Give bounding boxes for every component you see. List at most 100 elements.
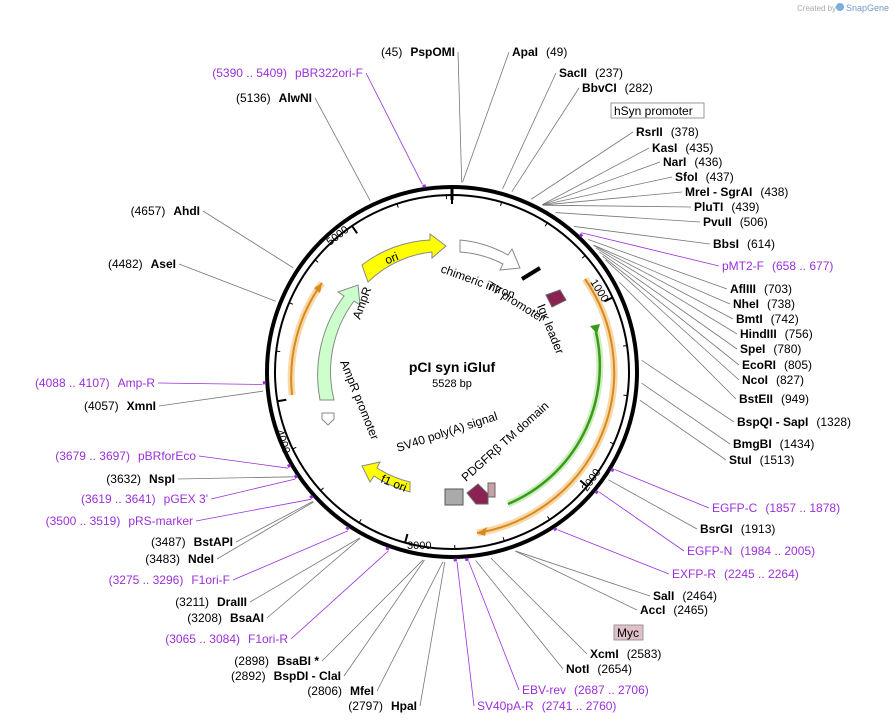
site-label-afliii: AflIII(703) bbox=[730, 282, 792, 296]
site-position: (1328) bbox=[816, 415, 851, 429]
site-label-exfp-r: EXFP-R(2245 .. 2264) bbox=[672, 567, 799, 581]
leader-line bbox=[343, 559, 425, 677]
site-label-pluti: PluTI(439) bbox=[694, 200, 759, 214]
site-name: NcoI bbox=[742, 373, 768, 387]
site-name: XcmI bbox=[590, 647, 619, 661]
leader-line bbox=[593, 245, 734, 320]
site-position: (378) bbox=[671, 125, 699, 139]
site-position: (2898) bbox=[234, 654, 269, 668]
f1-ori-label: f1 ori bbox=[379, 472, 409, 495]
pdgfr-arrow bbox=[466, 483, 489, 505]
site-name: EGFP-C bbox=[712, 501, 758, 515]
site-label-amp-r: (4088 .. 4107)Amp-R bbox=[35, 376, 155, 390]
site-label-bbvci: BbvCI(282) bbox=[582, 81, 653, 95]
site-position: (2654) bbox=[597, 662, 632, 676]
tick-mark bbox=[288, 302, 294, 305]
site-position: (1913) bbox=[741, 522, 776, 536]
tick-mark bbox=[358, 519, 362, 523]
site-label-bbsi: BbsI(614) bbox=[713, 237, 775, 251]
site-position: (756) bbox=[785, 327, 813, 341]
site-label-bspdi-clai: (2892)BspDI - ClaI bbox=[231, 669, 341, 683]
site-name: EGFP-N bbox=[687, 544, 732, 558]
site-name: MreI - SgrAI bbox=[685, 185, 752, 199]
site-name: AlwNI bbox=[279, 91, 312, 105]
leader-line bbox=[515, 550, 638, 611]
site-label-pbrforeco: (3679 .. 3697)pBRforEco bbox=[55, 449, 196, 463]
site-label-bsrgi: BsrGI(1913) bbox=[700, 522, 775, 536]
snapgene-logo-icon bbox=[836, 3, 844, 11]
site-name: ApaI bbox=[512, 45, 538, 59]
site-label-sv40pa-r: SV40pA-R(2741 .. 2760) bbox=[477, 699, 616, 713]
leader-line bbox=[555, 212, 701, 223]
leader-line bbox=[595, 247, 738, 335]
site-label-pbr322ori-f: (5390 .. 5409)pBR322ori-F bbox=[212, 66, 363, 80]
site-position: (437) bbox=[706, 170, 734, 184]
t7-promoter-label: T7 promoter bbox=[484, 279, 547, 326]
site-position: (780) bbox=[773, 342, 801, 356]
site-label-xcmi: XcmI (2583) bbox=[590, 647, 661, 661]
site-position: (614) bbox=[747, 237, 775, 251]
site-position: (2797) bbox=[348, 699, 383, 713]
leader-line bbox=[314, 97, 371, 201]
leader-line bbox=[321, 559, 424, 662]
site-name: BspDI - ClaI bbox=[274, 669, 341, 683]
ori-feature-arrow bbox=[361, 233, 447, 283]
site-position: (738) bbox=[767, 297, 795, 311]
primer-marker bbox=[309, 494, 314, 499]
leader-line bbox=[574, 226, 711, 245]
site-position: (3632) bbox=[106, 472, 141, 486]
tick-label-5000: 5000 bbox=[324, 224, 351, 249]
site-name: EBV-rev bbox=[522, 683, 566, 697]
site-label-nhei: NheI(738) bbox=[733, 297, 795, 311]
leader-line bbox=[639, 399, 727, 461]
site-name: NotI bbox=[566, 662, 589, 676]
site-label-pmt2-f: pMT2-F (658 .. 677) bbox=[722, 259, 833, 273]
site-name: SacII bbox=[559, 66, 587, 80]
tick-mark bbox=[623, 394, 628, 397]
site-name: pBR322ori-F bbox=[295, 66, 363, 80]
hsyn-promoter-box bbox=[610, 102, 705, 119]
pdgfr-tail-box bbox=[487, 482, 496, 498]
primer-markers bbox=[262, 184, 615, 562]
site-name: KasI bbox=[652, 141, 677, 155]
site-name: DraIII bbox=[217, 595, 247, 609]
site-position: (4657) bbox=[131, 204, 166, 218]
igk-leader-label: Igκ leader bbox=[534, 302, 567, 356]
site-label-pspomi: (45)PspOMI bbox=[381, 45, 455, 59]
site-label-ecori: EcoRI(805) bbox=[742, 358, 812, 372]
site-name: PspOMI bbox=[410, 45, 455, 59]
leader-line bbox=[376, 561, 444, 692]
site-position: (1984 .. 2005) bbox=[740, 544, 815, 558]
tick-mark bbox=[396, 203, 399, 208]
right-site-labels: ApaI(49)SacII(237)BbvCI(282)RsrII(378)Ka… bbox=[477, 45, 851, 713]
site-name: BmtI bbox=[736, 312, 763, 326]
leader-line bbox=[157, 382, 263, 385]
feature-arc-green bbox=[507, 331, 602, 506]
site-name: F1ori-F bbox=[191, 573, 230, 587]
site-position: (4088 .. 4107) bbox=[35, 376, 110, 390]
site-label-apai: ApaI(49) bbox=[512, 45, 567, 59]
leader-line bbox=[599, 251, 738, 350]
site-position: (3679 .. 3697) bbox=[55, 449, 130, 463]
site-position: (282) bbox=[625, 81, 653, 95]
site-label-kasi: KasI(435) bbox=[652, 141, 713, 155]
site-label-f1ori-r: (3065 .. 3084)F1ori-R bbox=[165, 632, 288, 646]
site-position: (3500 .. 3519) bbox=[46, 514, 121, 528]
site-label-sfoi: SfoI(437) bbox=[675, 170, 734, 184]
site-position: (506) bbox=[740, 215, 768, 229]
site-position: (1857 .. 1878) bbox=[765, 501, 840, 515]
site-name: pMT2-F bbox=[722, 259, 764, 273]
site-label-mfei: (2806)MfeI bbox=[307, 684, 374, 698]
site-name: EcoRI bbox=[742, 358, 776, 372]
site-position: (658 .. 677) bbox=[772, 259, 833, 273]
leader-line bbox=[557, 529, 670, 575]
leader-line bbox=[541, 147, 650, 206]
green-arrowhead-icon bbox=[590, 324, 600, 334]
site-position: (3483) bbox=[145, 552, 180, 566]
site-name: AflIII bbox=[730, 282, 756, 296]
leader-line bbox=[542, 204, 692, 208]
leader-line bbox=[462, 51, 510, 183]
feature-arc-orange2 bbox=[290, 282, 323, 396]
site-position: (2583) bbox=[627, 647, 662, 661]
